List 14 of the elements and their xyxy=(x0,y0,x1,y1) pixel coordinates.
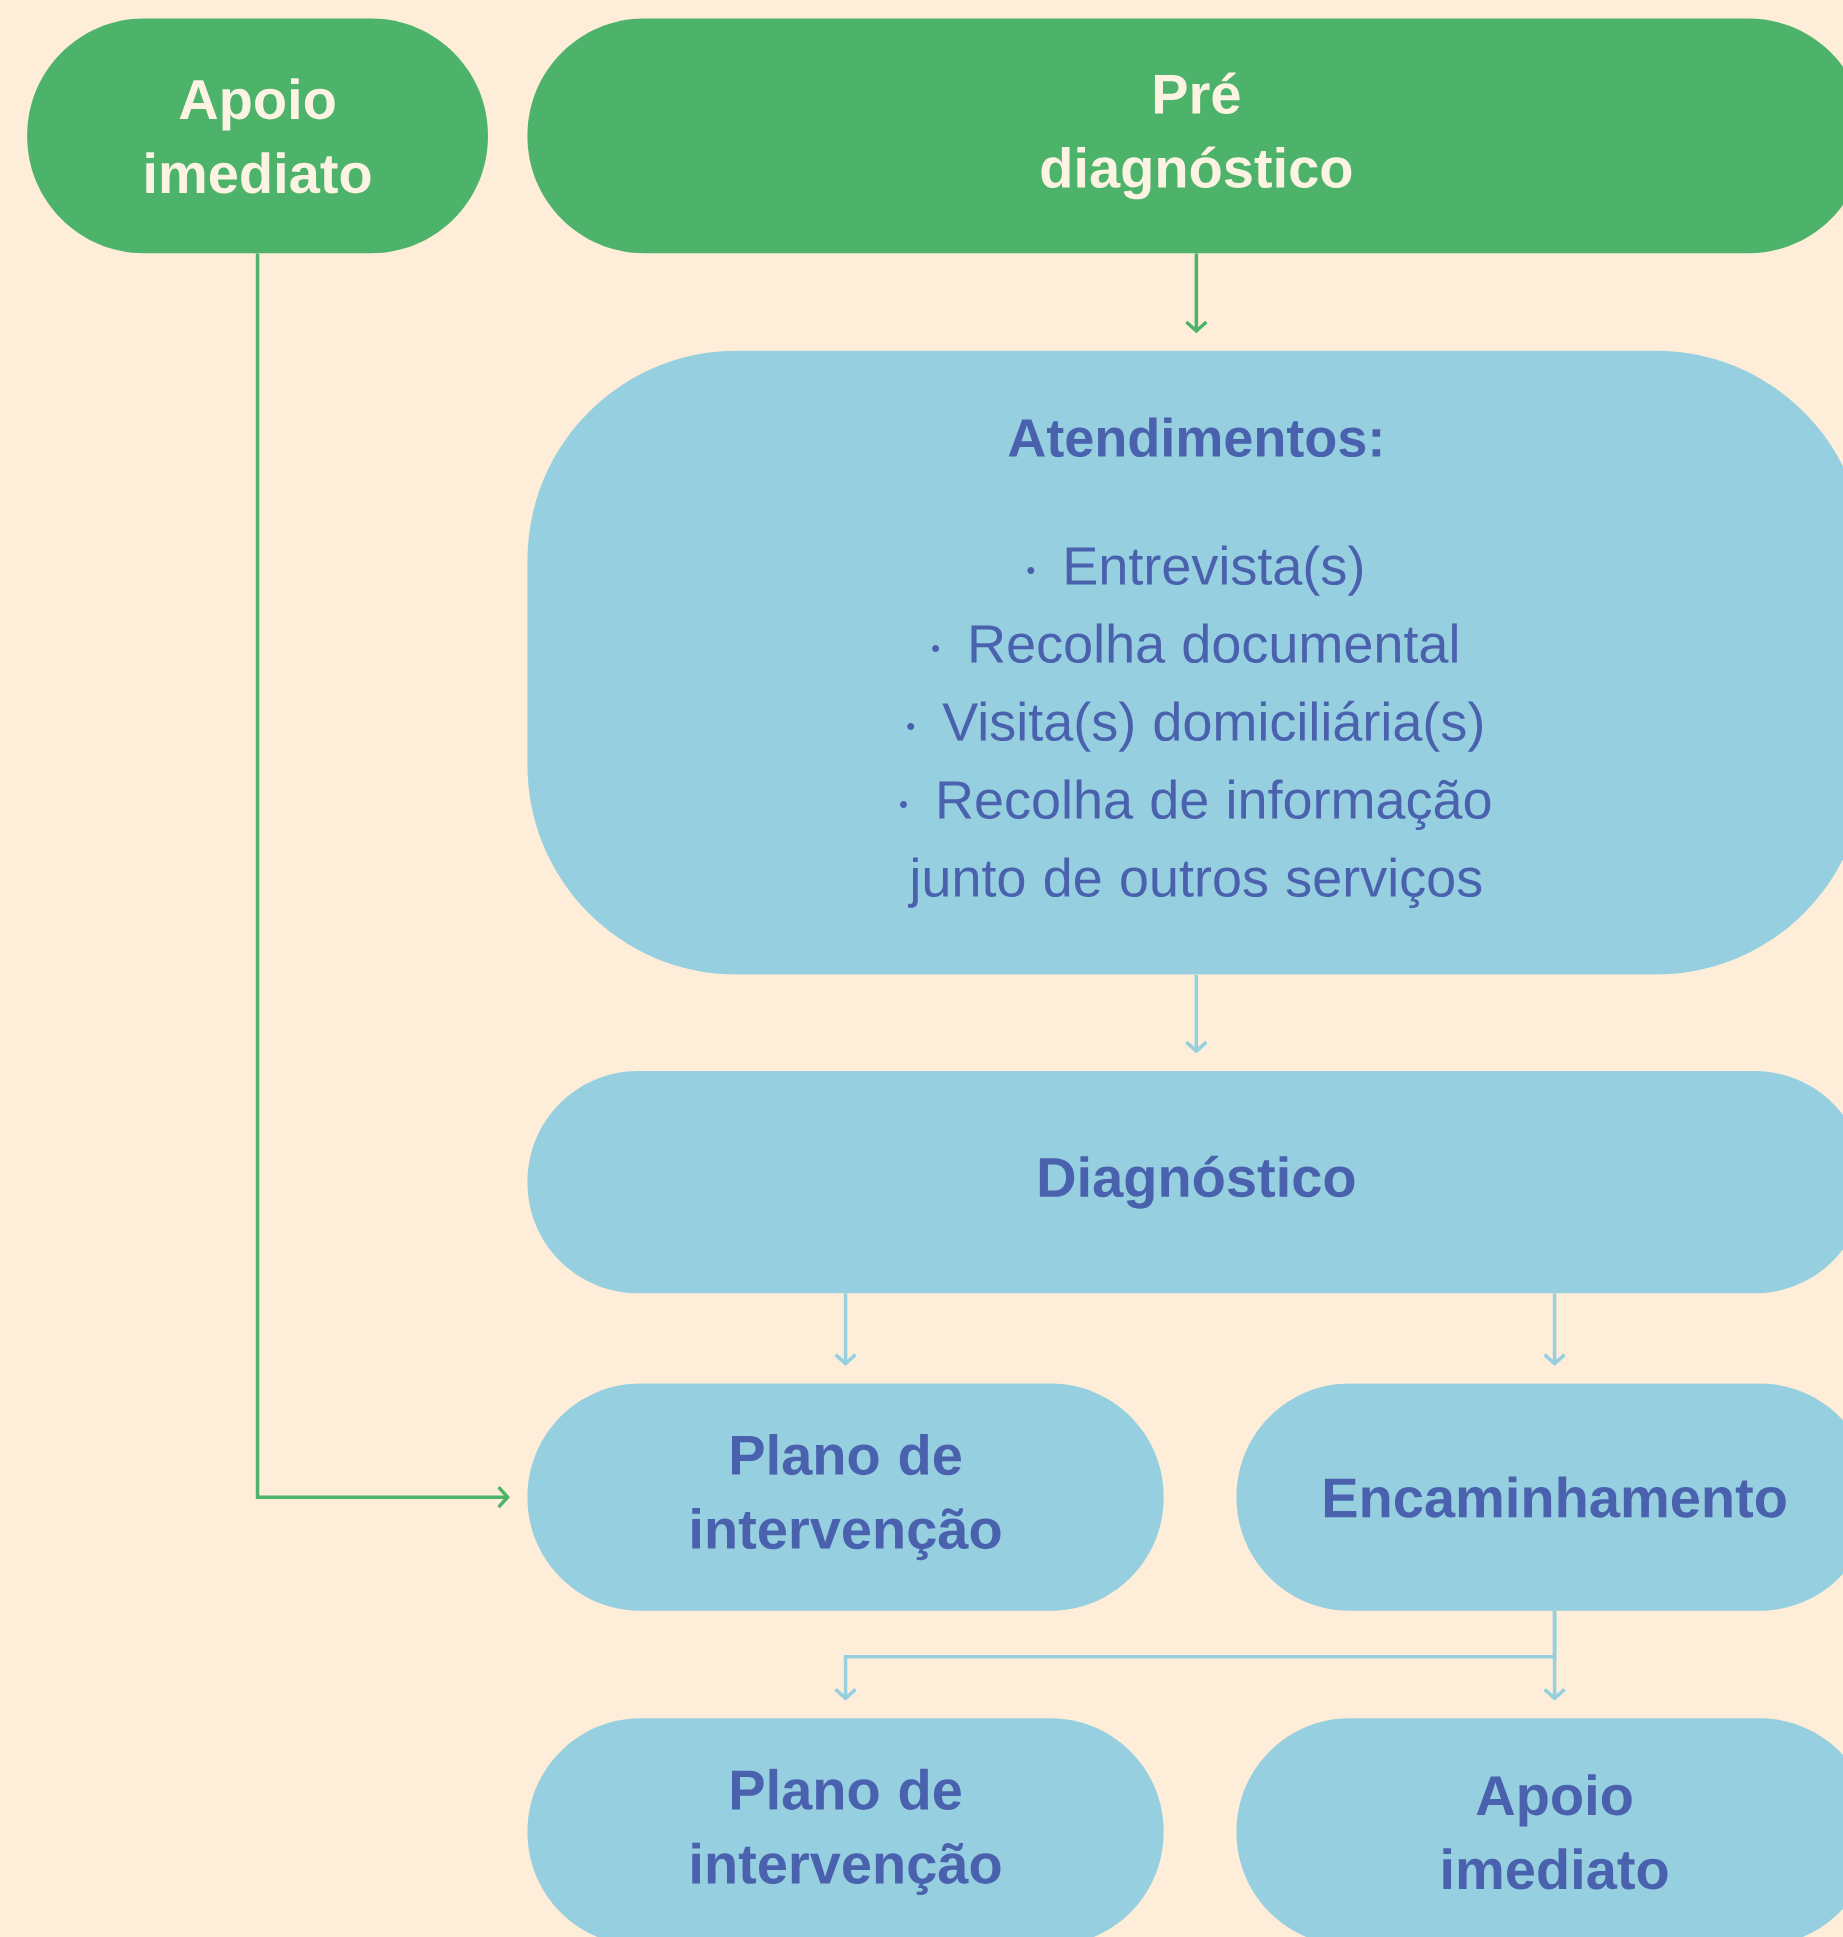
arrow xyxy=(1185,253,1208,334)
arrow xyxy=(255,253,510,1509)
stage-pill: Apoio imediato xyxy=(27,18,488,254)
arrow xyxy=(834,1293,857,1366)
rounded-box: Atendimentos: Entrevista(s) Recolha documental Visita(s) domiciliária(s) Recolha de informação junto de outros serviços xyxy=(527,350,1843,975)
stage-pill: Pré diagnóstico xyxy=(527,18,1843,254)
arrow xyxy=(1543,1611,1566,1701)
stage-pill: Plano de intervenção xyxy=(527,1718,1164,1937)
stage-pill: Diagnóstico xyxy=(527,1071,1843,1294)
stage-pill: Plano de intervenção xyxy=(527,1383,1164,1611)
stage-pill: Encaminhamento xyxy=(1236,1383,1843,1611)
stage-pill: Apoio imediato xyxy=(1236,1718,1843,1937)
arrow xyxy=(1543,1293,1566,1366)
arrow xyxy=(1185,974,1208,1054)
